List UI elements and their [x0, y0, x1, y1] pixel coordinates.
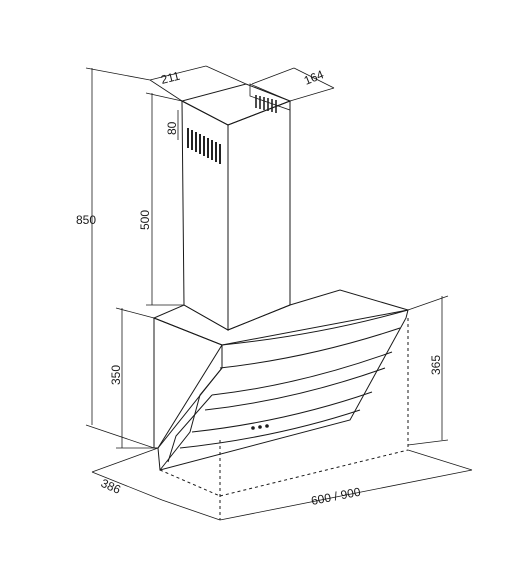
glass-band-1	[219, 327, 401, 369]
vent-slots-left	[187, 128, 221, 164]
control-buttons	[251, 424, 269, 430]
control-button	[258, 425, 262, 429]
label-vent-height: 80	[165, 121, 179, 135]
hood-side-block	[153, 317, 223, 449]
control-button	[265, 424, 269, 428]
label-hood-front-height: 350	[109, 365, 123, 385]
hood-front-panel	[157, 309, 409, 471]
dimension-lines	[85, 65, 473, 521]
vent-slots-right	[255, 95, 277, 113]
label-hood-side-height: 365	[429, 355, 443, 375]
glass-edge-left	[159, 367, 223, 471]
chimney-back-panel	[249, 83, 291, 111]
glass-band-5	[179, 409, 361, 449]
label-chimney-width: 164	[302, 67, 326, 88]
glass-band-4	[191, 391, 373, 433]
label-chimney-depth: 211	[159, 69, 181, 87]
label-hood-depth: 386	[99, 476, 123, 497]
glass-edge-left-2	[167, 394, 213, 463]
glass-band-2	[211, 351, 393, 396]
chimney	[180, 83, 292, 331]
hood-body	[152, 289, 409, 471]
control-button	[251, 426, 255, 430]
glass-band-3	[204, 367, 386, 411]
label-chimney-height: 500	[138, 210, 152, 230]
dimension-labels: 211 164 80 500 850 350 365 386 600 / 900	[76, 67, 443, 508]
label-total-height: 850	[76, 213, 96, 227]
hood-top-plate	[152, 289, 409, 346]
chimney-front-face	[227, 100, 291, 331]
label-hood-width: 600 / 900	[310, 485, 362, 508]
